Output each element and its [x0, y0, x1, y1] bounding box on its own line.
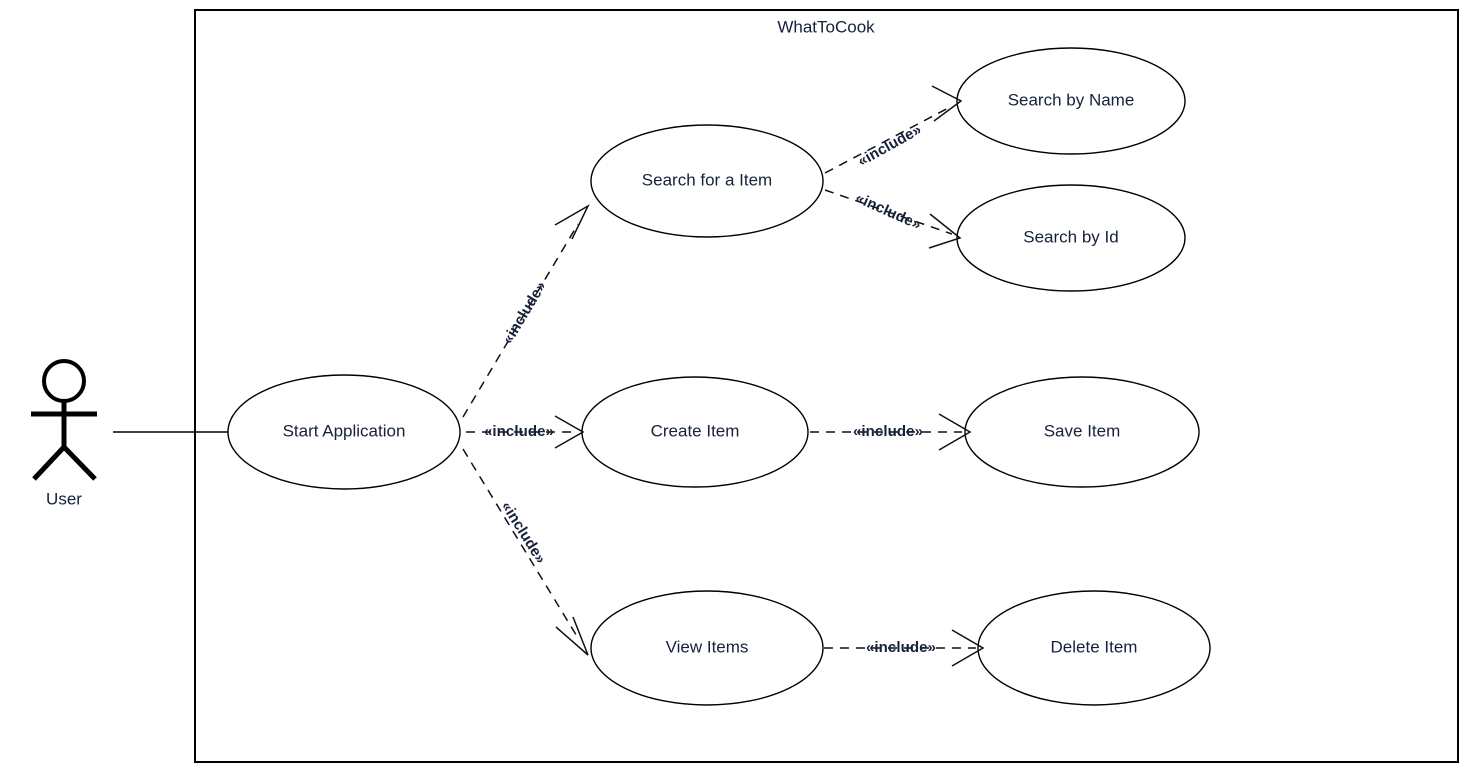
usecase-label-view-items: View Items [666, 637, 749, 656]
include-connector [462, 223, 579, 418]
include-connector [824, 189, 953, 235]
usecase-search-by-id[interactable]: Search by Id [956, 184, 1186, 292]
usecase-delete-item[interactable]: Delete Item [977, 590, 1211, 706]
include-view-to-delete[interactable]: «include» [824, 629, 985, 667]
include-connector [824, 105, 953, 174]
actor-right-leg-icon [62, 445, 97, 481]
include-label-start-to-search: «include» [499, 278, 550, 347]
include-label-start-to-view: «include» [498, 498, 550, 566]
usecase-label-search-for-a-item: Search for a Item [642, 170, 772, 189]
include-search-to-name[interactable]: «include» [824, 85, 963, 174]
include-start-to-view[interactable]: «include» [462, 448, 589, 656]
include-create-to-save[interactable]: «include» [810, 413, 972, 451]
include-arrowhead [931, 85, 963, 122]
include-label-search-to-name: «include» [855, 121, 925, 170]
include-start-to-create[interactable]: «include» [466, 415, 585, 449]
usecase-search-by-name[interactable]: Search by Name [956, 47, 1186, 155]
actor-head-icon [42, 359, 86, 403]
usecase-label-search-by-name: Search by Name [1008, 90, 1135, 109]
include-start-to-search[interactable]: «include» [462, 204, 590, 418]
usecase-ellipse [590, 590, 824, 706]
include-arrowhead [554, 204, 590, 240]
usecase-ellipse [590, 124, 824, 238]
include-arrowhead [938, 413, 972, 451]
usecase-label-save-item: Save Item [1044, 421, 1121, 440]
usecase-ellipse [977, 590, 1211, 706]
usecase-ellipse [956, 184, 1186, 292]
include-label-search-to-id: «include» [853, 189, 924, 233]
usecase-label-search-by-id: Search by Id [1023, 227, 1118, 246]
include-arrowhead [951, 629, 985, 667]
include-search-to-id[interactable]: «include» [824, 189, 962, 249]
usecase-label-create-item: Create Item [651, 421, 740, 440]
system-boundary-rect [194, 9, 1459, 763]
system-boundary-title: WhatToCook [777, 17, 875, 36]
usecase-save-item[interactable]: Save Item [964, 376, 1200, 488]
include-arrowhead [555, 616, 589, 656]
usecase-label-start-application: Start Application [283, 421, 406, 440]
actor-left-leg-icon [32, 445, 66, 481]
include-label-create-to-save: «include» [853, 423, 923, 440]
usecase-ellipse [964, 376, 1200, 488]
include-connector [462, 448, 579, 639]
usecase-start-application[interactable]: Start Application [227, 374, 461, 490]
include-label-start-to-create: «include» [484, 423, 554, 440]
usecase-ellipse [227, 374, 461, 490]
usecase-view-items[interactable]: View Items [590, 590, 824, 706]
usecase-create-item[interactable]: Create Item [581, 376, 809, 488]
actor-user[interactable]: User [31, 359, 97, 508]
usecase-ellipse [956, 47, 1186, 155]
usecase-search-for-a-item[interactable]: Search for a Item [590, 124, 824, 238]
include-arrowhead [928, 213, 962, 249]
actor-label: User [46, 489, 82, 508]
usecase-label-delete-item: Delete Item [1051, 637, 1138, 656]
include-label-view-to-delete: «include» [866, 639, 936, 656]
include-arrowhead [554, 415, 585, 449]
